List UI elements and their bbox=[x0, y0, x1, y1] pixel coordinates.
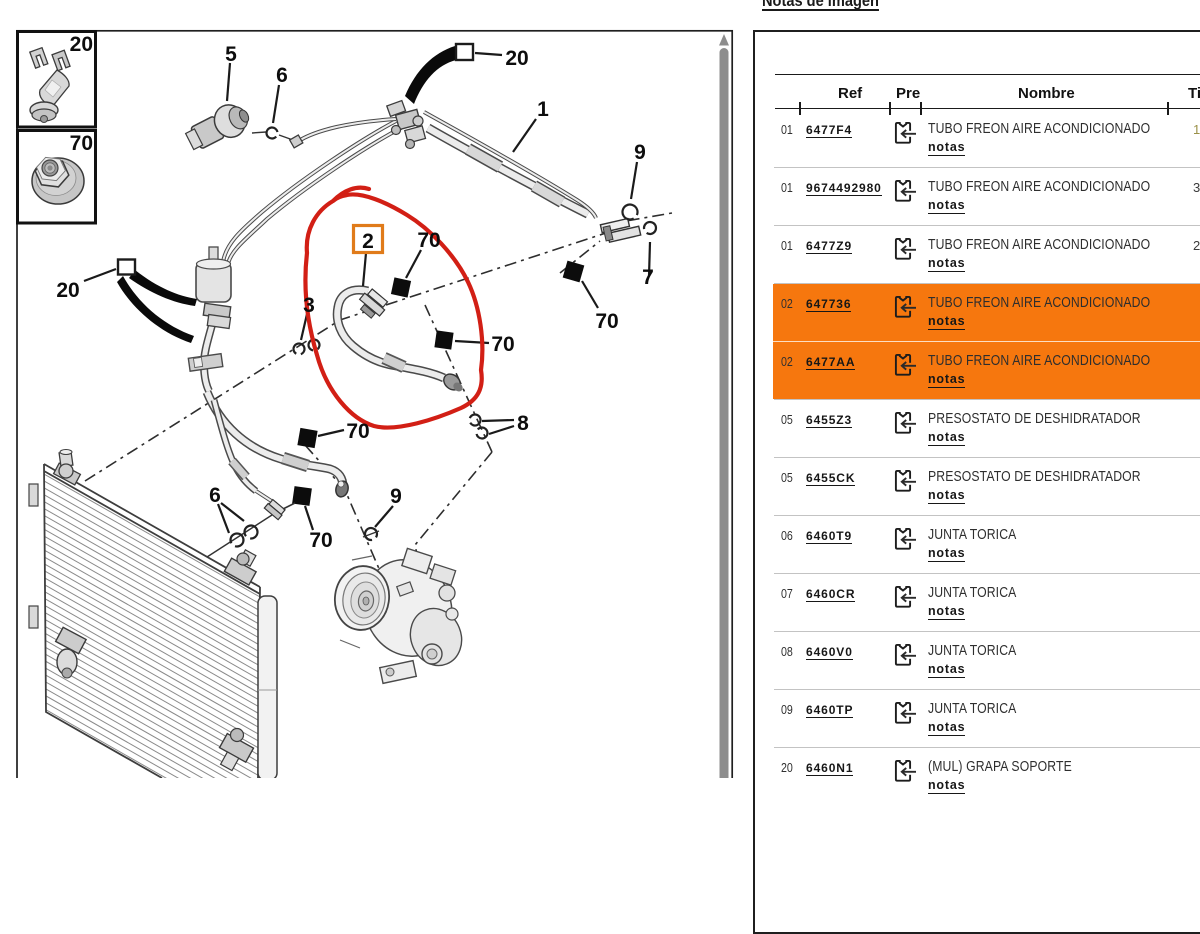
svg-text:20: 20 bbox=[505, 47, 528, 70]
svg-text:1: 1 bbox=[537, 98, 549, 121]
svg-text:5: 5 bbox=[225, 43, 237, 66]
svg-text:70: 70 bbox=[346, 420, 369, 443]
svg-text:20: 20 bbox=[70, 33, 93, 56]
svg-text:2: 2 bbox=[362, 230, 374, 253]
svg-text:9: 9 bbox=[634, 141, 646, 164]
svg-text:70: 70 bbox=[417, 229, 440, 252]
svg-text:70: 70 bbox=[595, 310, 618, 333]
svg-text:6: 6 bbox=[276, 64, 288, 87]
svg-text:6: 6 bbox=[209, 484, 221, 507]
svg-text:20: 20 bbox=[56, 279, 79, 302]
svg-text:70: 70 bbox=[70, 132, 93, 155]
svg-text:8: 8 bbox=[517, 412, 529, 435]
svg-text:70: 70 bbox=[309, 529, 332, 552]
svg-text:3: 3 bbox=[303, 294, 315, 317]
svg-text:70: 70 bbox=[491, 333, 514, 356]
svg-text:7: 7 bbox=[642, 266, 654, 289]
svg-text:9: 9 bbox=[390, 485, 402, 508]
